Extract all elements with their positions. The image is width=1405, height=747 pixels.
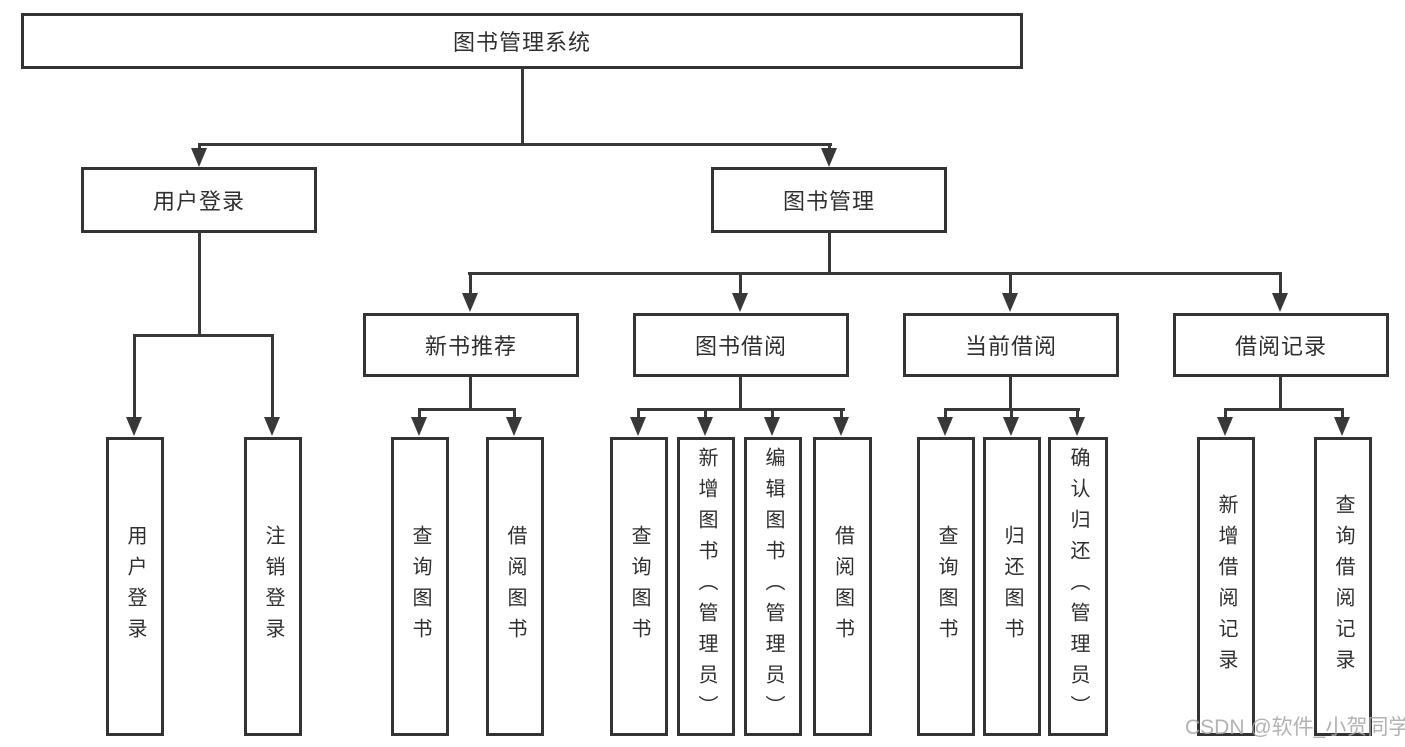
node-book-management: 图书管理	[711, 167, 947, 233]
node-book-borrowing: 图书借阅	[633, 313, 849, 377]
leaf-borrow-books-borrowing: 借阅图书	[813, 437, 872, 736]
connector-line	[469, 272, 472, 296]
node-label: 图书借阅	[694, 334, 787, 359]
leaf-label: 查询图书	[409, 524, 431, 649]
leaf-add-books-admin: 新增图书（管理员）	[677, 437, 735, 736]
leaf-label: 注销登录	[262, 524, 284, 649]
arrow-down-icon	[126, 417, 142, 436]
arrow-down-icon	[697, 417, 713, 436]
connector-line	[637, 408, 845, 411]
arrow-down-icon	[264, 417, 280, 436]
leaf-label: 归还图书	[1001, 524, 1023, 649]
leaf-label: 查询图书	[628, 524, 650, 649]
leaf-add-borrow-record: 新增借阅记录	[1197, 437, 1255, 736]
connector-line	[704, 408, 707, 420]
connector-line	[1009, 376, 1012, 411]
arrow-down-icon	[732, 293, 748, 312]
connector-line	[1076, 408, 1079, 420]
leaf-confirm-return-admin: 确认归还（管理员）	[1048, 437, 1108, 736]
node-new-book-recommendation: 新书推荐	[363, 313, 579, 377]
connector-line	[198, 232, 201, 337]
arrow-down-icon	[411, 417, 427, 436]
arrow-down-icon	[1334, 417, 1350, 436]
node-label: 当前借阅	[964, 334, 1057, 359]
connector-line	[133, 334, 274, 337]
leaf-logout: 注销登录	[244, 437, 302, 736]
connector-line	[521, 68, 524, 146]
connector-line	[1341, 408, 1344, 420]
leaf-return-books: 归还图书	[983, 437, 1041, 736]
connector-line	[418, 408, 421, 420]
arrow-down-icon	[1002, 293, 1018, 312]
leaf-query-books-current: 查询图书	[917, 437, 975, 736]
connector-line	[944, 408, 947, 420]
arrow-down-icon	[1003, 417, 1019, 436]
connector-line	[1010, 408, 1013, 420]
node-label: 新书推荐	[424, 334, 517, 359]
connector-line	[468, 272, 1282, 275]
leaf-label: 查询图书	[935, 524, 957, 649]
connector-line	[637, 408, 640, 420]
node-label: 图书管理	[782, 189, 875, 214]
leaf-edit-books-admin: 编辑图书（管理员）	[744, 437, 802, 736]
connector-line	[739, 376, 742, 411]
connector-line	[271, 334, 274, 419]
connector-line	[771, 408, 774, 420]
leaf-query-borrow-record: 查询借阅记录	[1314, 437, 1372, 736]
csdn-watermark: CSDN @软件_小贺同学	[1185, 716, 1405, 739]
connector-line	[418, 408, 516, 411]
connector-line	[828, 232, 831, 275]
leaf-query-books-recommend: 查询图书	[391, 437, 449, 736]
arrow-down-icon	[191, 148, 207, 167]
connector-line	[1279, 272, 1282, 296]
node-current-borrowing: 当前借阅	[903, 313, 1119, 377]
connector-line	[1279, 376, 1282, 411]
connector-line	[133, 334, 136, 419]
node-library-management-system: 图书管理系统	[21, 13, 1023, 69]
node-label: 借阅记录	[1234, 334, 1327, 359]
arrow-down-icon	[937, 417, 953, 436]
arrow-down-icon	[764, 417, 780, 436]
leaf-label: 查询借阅记录	[1332, 493, 1354, 680]
leaf-label: 确认归还（管理员）	[1067, 447, 1089, 726]
connector-line	[840, 408, 843, 420]
arrow-down-icon	[833, 417, 849, 436]
leaf-label: 借阅图书	[831, 524, 854, 649]
leaf-label: 用户登录	[124, 524, 146, 649]
arrow-down-icon	[821, 148, 837, 167]
leaf-user-login: 用户登录	[106, 437, 164, 736]
arrow-down-icon	[1217, 417, 1233, 436]
arrow-down-icon	[506, 417, 522, 436]
connector-line	[1224, 408, 1227, 420]
node-user-login: 用户登录	[81, 167, 317, 233]
node-label: 用户登录	[152, 189, 245, 214]
leaf-label: 新增图书（管理员）	[695, 447, 717, 726]
arrow-down-icon	[1069, 417, 1085, 436]
connector-line	[513, 408, 516, 420]
connector-line	[198, 143, 832, 146]
connector-line	[739, 272, 742, 296]
leaf-label: 借阅图书	[504, 524, 526, 649]
connector-line	[1009, 272, 1012, 296]
leaf-borrow-books-recommend: 借阅图书	[486, 437, 544, 736]
connector-line	[1224, 408, 1344, 411]
node-borrowing-records: 借阅记录	[1173, 313, 1389, 377]
arrow-down-icon	[630, 417, 646, 436]
leaf-label: 新增借阅记录	[1215, 493, 1237, 680]
arrow-down-icon	[462, 293, 478, 312]
arrow-down-icon	[1272, 293, 1288, 312]
node-label: 图书管理系统	[452, 30, 591, 55]
leaf-label: 编辑图书（管理员）	[762, 447, 784, 726]
connector-line	[469, 376, 472, 411]
leaf-query-books-borrowing: 查询图书	[610, 437, 668, 736]
